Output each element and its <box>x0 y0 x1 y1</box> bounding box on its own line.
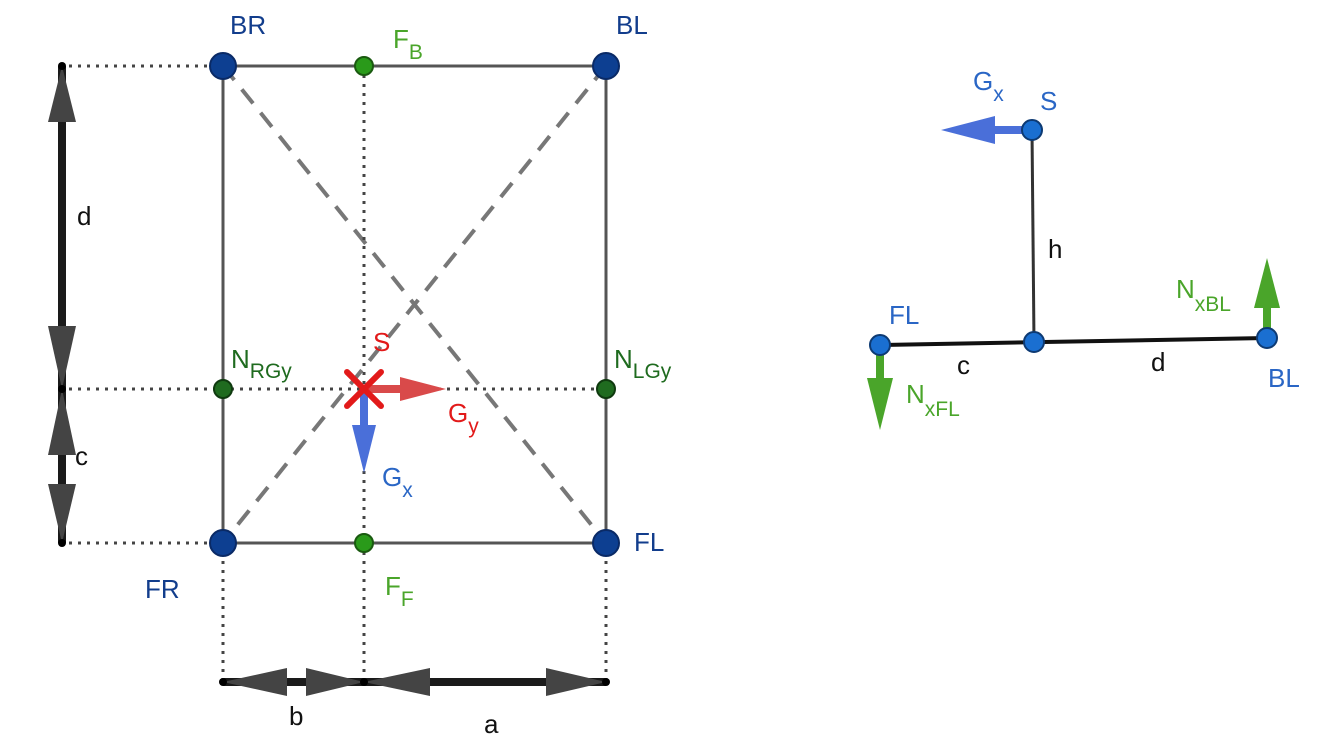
label-bl: BL <box>616 10 648 40</box>
side-label-d: d <box>1151 347 1165 377</box>
dim-a-arrow-left <box>364 668 430 696</box>
label-br: BR <box>230 10 266 40</box>
side-point-pivot <box>1023 331 1045 353</box>
dim-c-arrow-bottom <box>48 484 76 543</box>
centre-of-gravity-mark <box>344 369 384 409</box>
side-label-gx: Gx <box>973 66 1004 106</box>
dim-b-arrow-right <box>306 668 364 696</box>
label-gy: Gy <box>448 398 479 438</box>
corner-point-br <box>209 52 237 80</box>
dim-label-c: c <box>75 441 88 471</box>
top-view: BR BL FR FL FB FF NRGy NLGy S Gy Gx d c … <box>48 10 672 739</box>
vertical-dimension <box>48 62 76 547</box>
side-view: Gx S h FL BL c d NxBL NxFL <box>867 66 1300 430</box>
dim-d-arrow-bottom <box>48 326 76 389</box>
label-nrgy: NRGy <box>231 344 292 383</box>
nxbl-arrow <box>1254 258 1280 338</box>
point-fb <box>354 56 374 76</box>
side-label-bl: BL <box>1268 363 1300 393</box>
point-ff <box>354 533 374 553</box>
nxfl-arrow <box>867 345 893 430</box>
point-nrgy <box>213 379 233 399</box>
chassis-frame <box>221 64 608 545</box>
dim-label-a: a <box>484 709 499 739</box>
gx-arrow <box>352 389 376 473</box>
side-label-nxfl: NxFL <box>906 379 960 421</box>
gy-arrow <box>364 377 446 401</box>
dim-c-arrow-top <box>48 389 76 455</box>
label-s-top: S <box>373 327 390 357</box>
label-nlgy: NLGy <box>614 344 672 383</box>
height-line <box>1030 129 1036 343</box>
side-label-c: c <box>957 350 970 380</box>
horizontal-dimension <box>219 668 610 696</box>
dim-label-d: d <box>77 201 91 231</box>
dim-d-arrow-top <box>48 66 76 122</box>
dim-a-arrow-right <box>546 668 606 696</box>
dim-label-b: b <box>289 701 303 731</box>
label-gx-top: Gx <box>382 462 413 502</box>
label-fr: FR <box>145 574 180 604</box>
label-ff: FF <box>385 571 414 611</box>
corner-point-fr <box>209 529 237 557</box>
corner-point-bl <box>592 52 620 80</box>
side-label-fl: FL <box>889 300 919 330</box>
point-nlgy <box>596 379 616 399</box>
base-line <box>879 336 1268 347</box>
side-point-s <box>1021 119 1043 141</box>
corner-point-fl <box>592 529 620 557</box>
side-label-s: S <box>1040 86 1057 116</box>
side-gx-arrow <box>941 116 1032 144</box>
side-point-bl <box>1256 327 1278 349</box>
side-label-h: h <box>1048 234 1062 264</box>
guide-lines <box>60 64 608 682</box>
side-point-fl <box>869 334 891 356</box>
side-label-nxbl: NxBL <box>1176 274 1231 316</box>
label-fl-top: FL <box>634 527 664 557</box>
diagonal-bl-fr <box>221 64 608 545</box>
label-fb: FB <box>393 24 423 64</box>
dim-b-arrow-left <box>223 668 287 696</box>
